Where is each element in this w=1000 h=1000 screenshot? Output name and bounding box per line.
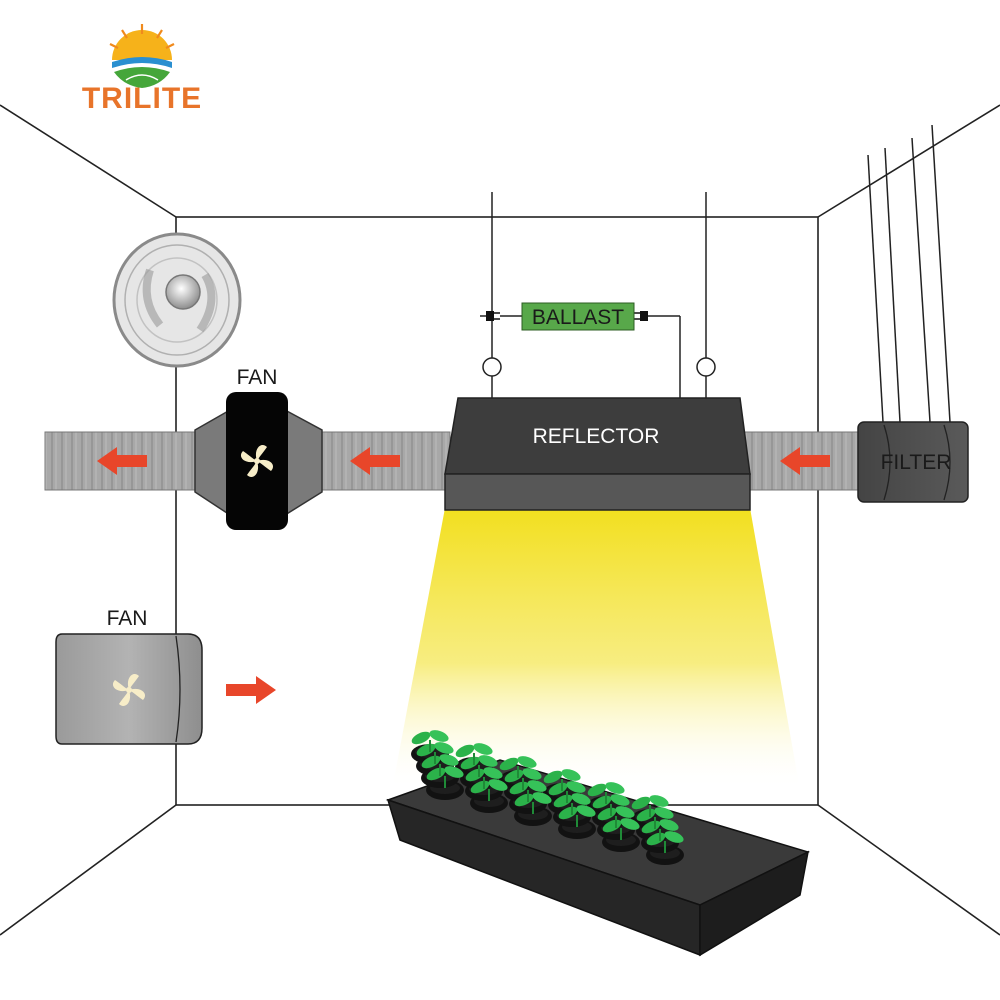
inline-fan: FAN — [194, 366, 323, 530]
hanging-wires — [482, 192, 716, 398]
plug-icon — [480, 311, 522, 321]
airflow-arrow-icon — [350, 447, 400, 475]
airflow-arrows — [97, 447, 830, 704]
wall-fan-label: FAN — [107, 607, 148, 630]
reflector-label: REFLECTOR — [533, 425, 660, 448]
brand-logo: TRILITE — [82, 24, 202, 115]
inline-fan-icon — [240, 444, 274, 478]
filter-label: FILTER — [881, 451, 952, 474]
airflow-arrow-icon — [780, 447, 830, 475]
ballast-label: BALLAST — [532, 306, 624, 329]
oscillating-fan-icon — [112, 232, 242, 368]
ballast: BALLAST — [521, 302, 635, 331]
light-beam — [392, 508, 800, 790]
wall-fan-icon — [112, 673, 146, 707]
reflector: REFLECTOR — [444, 397, 751, 511]
wall-fan: FAN — [55, 607, 203, 745]
sun-water-leaf-icon — [109, 24, 175, 88]
filter: FILTER — [857, 124, 969, 503]
airflow-arrow-icon — [226, 676, 276, 704]
inline-fan-label: FAN — [237, 366, 278, 389]
brand-wordmark: TRILITE — [82, 82, 202, 115]
seedling-tray — [385, 726, 811, 957]
airflow-arrow-icon — [97, 447, 147, 475]
plug-icon — [634, 311, 648, 321]
